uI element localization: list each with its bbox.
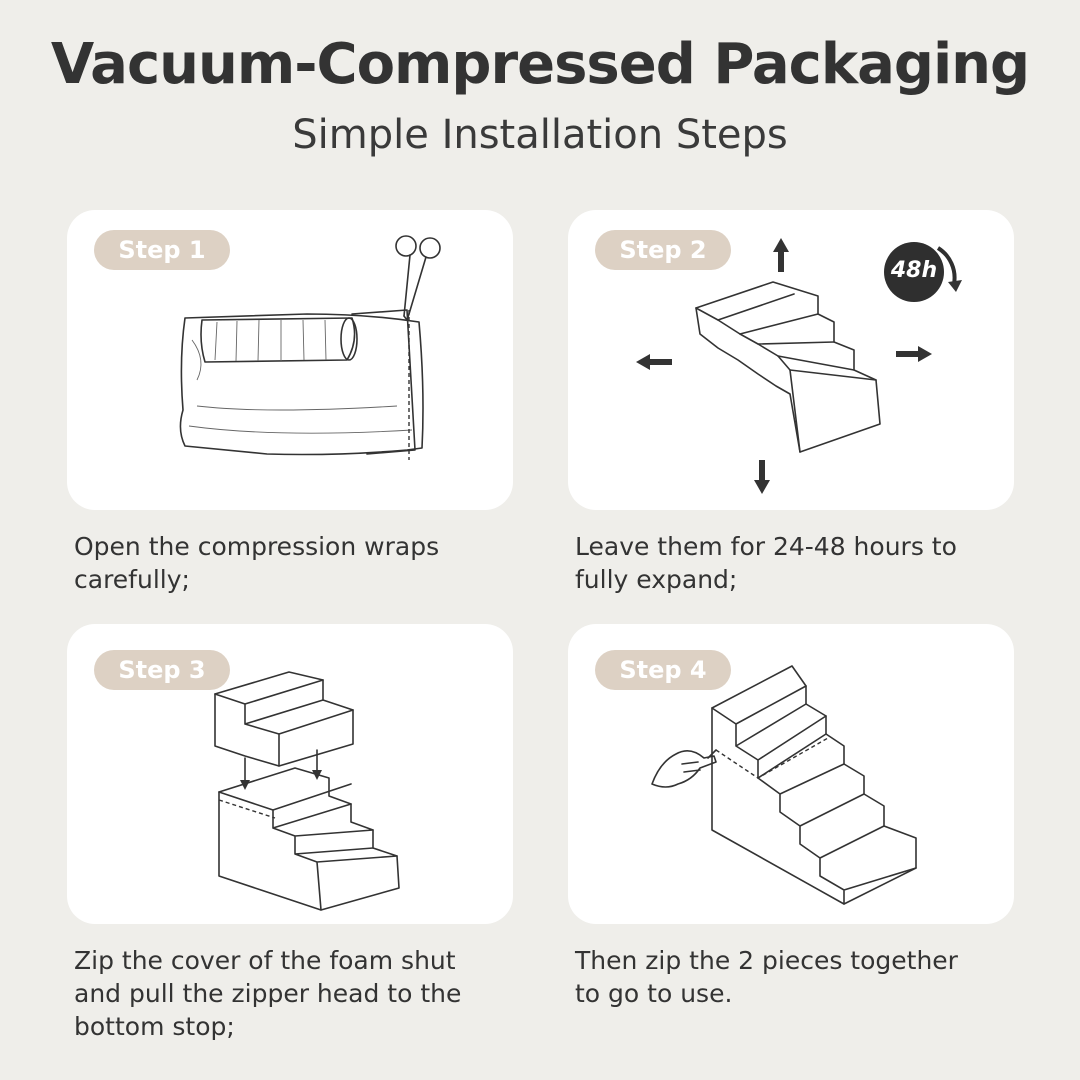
hand-icon: [651, 749, 717, 788]
step-4-badge: Step 4: [595, 650, 731, 690]
step-1-caption: Open the compression wraps carefully;: [74, 532, 440, 594]
expanded-stairs-illustration: [695, 281, 881, 453]
timer-48h-icon: [884, 242, 962, 302]
step-2-badge: Step 2: [595, 230, 731, 270]
assembled-stairs-illustration: [711, 665, 917, 905]
step-4-caption: Then zip the 2 pieces together to go to …: [575, 946, 958, 1008]
bottom-foam-piece-illustration: [218, 767, 400, 911]
step-4-card: Step 4: [568, 624, 1014, 924]
scissors-icon: [395, 235, 441, 321]
arrow-up-icon: [773, 238, 789, 272]
timer-label: 48h: [890, 258, 938, 283]
arrow-right-icon: [896, 346, 932, 362]
step-3-card: Step 3: [67, 624, 513, 924]
step-1-badge: Step 1: [94, 230, 230, 270]
arrow-down-icon: [754, 460, 770, 494]
step-3-badge: Step 3: [94, 650, 230, 690]
compressed-package-illustration: [179, 309, 424, 460]
step-2-card: 48h Step 2: [568, 210, 1014, 510]
step-2-caption: Leave them for 24-48 hours to fully expa…: [575, 532, 957, 594]
page-title: Vacuum-Compressed Packaging: [50, 32, 1030, 97]
page-subtitle: Simple Installation Steps: [292, 112, 788, 158]
step-1-card: Step 1: [67, 210, 513, 510]
top-foam-piece-illustration: [214, 671, 354, 767]
step-3-caption: Zip the cover of the foam shut and pull …: [74, 946, 462, 1041]
arrow-left-icon: [636, 354, 672, 370]
